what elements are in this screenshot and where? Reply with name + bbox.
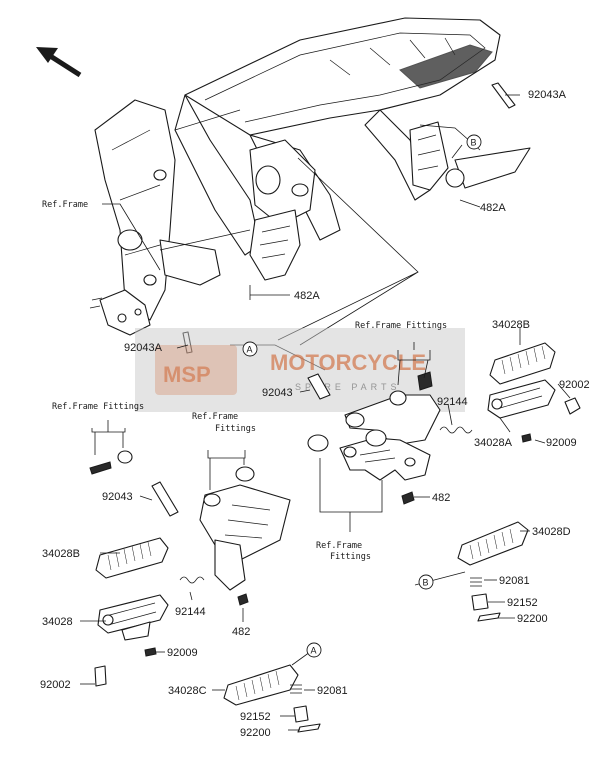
label-92002-left: 92002 [40, 679, 71, 691]
clip-482-right [401, 491, 415, 505]
left-step-holder [199, 484, 291, 591]
watermark-subtitle: SPARE PARTS [295, 382, 401, 392]
label-92144-left: 92144 [175, 606, 206, 618]
label-ref-frame-fittings-4-line1: Ref.Frame [316, 541, 362, 551]
marker-b-upper-text: B [471, 138, 477, 148]
label-92144-right: 92144 [437, 396, 468, 408]
label-ref-frame-fittings-1: Ref.Frame Fittings [355, 321, 447, 331]
clip-482-left [237, 593, 249, 606]
right-footpeg-bracket-34028a [487, 379, 556, 419]
label-92043-mid: 92043 [262, 387, 293, 399]
pin-92043-mid [307, 373, 331, 400]
marker-a-upper: A [242, 341, 258, 357]
label-92009-left: 92009 [167, 647, 198, 659]
watermark-title: MOTORCYCLE [270, 350, 426, 375]
label-482-left: 482 [232, 626, 250, 638]
watermark-logo-text: MSP [163, 362, 211, 387]
label-482a-top: 482A [480, 202, 506, 214]
label-92002-right: 92002 [559, 379, 590, 391]
marker-a-lower: A [306, 642, 322, 658]
marker-a-upper-text: A [247, 345, 253, 355]
spring-92144-left [179, 576, 205, 584]
watermark: MSP MOTORCYCLE SPARE PARTS [135, 328, 465, 412]
pin-92043a-top [491, 82, 516, 109]
label-34028: 34028 [42, 616, 73, 628]
label-482a-mid: 482A [294, 290, 320, 302]
right-step-holder [339, 394, 441, 481]
label-ref-frame: Ref.Frame [42, 200, 88, 210]
label-92200-right: 92200 [517, 613, 548, 625]
marker-b-lower: B [418, 574, 434, 590]
label-92043a-left: 92043A [124, 342, 163, 354]
spring-92144-right [439, 426, 473, 434]
bolt-92009-right [521, 433, 532, 443]
label-ref-frame-fittings-2: Ref.Frame Fittings [52, 402, 144, 412]
left-footpeg-34028b [95, 537, 169, 579]
collar-left-b [235, 466, 255, 482]
bolt-92002-right [564, 397, 581, 415]
label-ref-frame-fittings-4-line2: Fittings [330, 552, 371, 562]
part-labels: Ref.Frame 92043A 482A 482A 92043A Ref.Fr… [40, 89, 590, 739]
spring-92081-right [470, 577, 482, 587]
marker-b-upper: B [466, 134, 482, 150]
pin-92152-right [471, 593, 489, 611]
washer-92200-left [297, 723, 321, 733]
pin-92152-left [293, 705, 309, 723]
collar-left-a [117, 450, 133, 464]
label-92152-left: 92152 [240, 711, 271, 723]
label-34028a: 34028A [474, 437, 513, 449]
bolt-left-fitting [89, 461, 112, 475]
watermark-logo: MSP [155, 345, 237, 395]
pin-92043a-left [182, 331, 193, 354]
pin-92043-left [151, 481, 179, 517]
label-34028b-left: 34028B [42, 548, 80, 560]
bolt-92009-left [144, 647, 157, 657]
frame-drawing [89, 17, 531, 336]
marker-b-lower-text: B [423, 578, 429, 588]
label-92152-right: 92152 [507, 597, 538, 609]
washer-92200-right [477, 612, 501, 622]
bolt-92002-left [94, 665, 107, 687]
spring-92081-left [290, 684, 302, 694]
right-lower-footpeg-34028d [457, 521, 529, 566]
label-34028d: 34028D [532, 526, 571, 538]
lower-footpeg-34028c [223, 664, 299, 706]
label-92043-left: 92043 [102, 491, 133, 503]
label-92081-left: 92081 [317, 685, 348, 697]
label-92043a-top: 92043A [528, 89, 567, 101]
label-92081-right: 92081 [499, 575, 530, 587]
collar-92043-mid [307, 434, 329, 452]
marker-a-lower-text: A [311, 646, 317, 656]
left-footpeg-bracket-34028 [97, 594, 169, 641]
label-482-right: 482 [432, 492, 450, 504]
front-direction-arrow-icon [36, 47, 82, 78]
label-ref-frame-fittings-3-line1: Ref.Frame [192, 412, 238, 422]
right-footpeg-34028b [489, 342, 556, 385]
label-34028c: 34028C [168, 685, 207, 697]
label-92009-right: 92009 [546, 437, 577, 449]
label-92200-left: 92200 [240, 727, 271, 739]
label-34028b-right: 34028B [492, 319, 530, 331]
label-ref-frame-fittings-3-line2: Fittings [215, 424, 256, 434]
